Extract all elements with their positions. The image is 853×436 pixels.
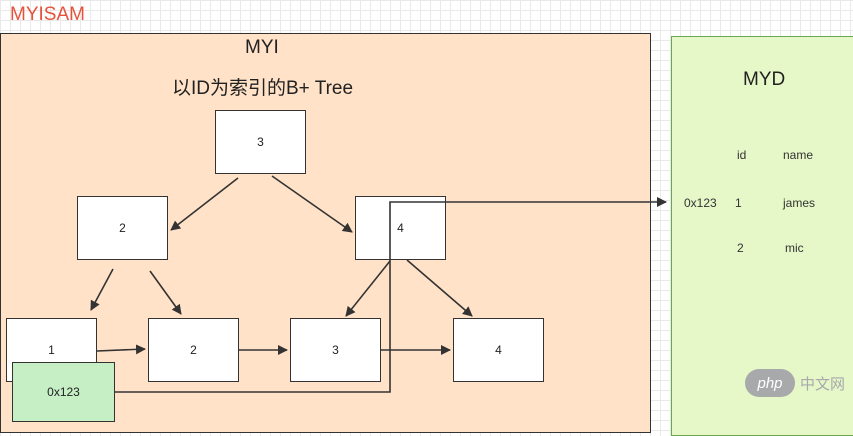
myi-label: MYI [245, 37, 279, 58]
myd-row-1-addr: 0x123 [684, 196, 717, 210]
myd-row-2-name: mic [785, 241, 804, 255]
myd-row-1-id: 1 [735, 196, 742, 210]
node-value: 3 [332, 343, 339, 357]
leaf-pointer-box: 0x123 [12, 362, 115, 422]
node-value: 4 [397, 221, 404, 235]
edge-right-leaf3 [345, 260, 391, 317]
tree-node-left: 2 [77, 196, 168, 260]
node-value: 2 [190, 343, 197, 357]
edge-right-leaf4 [406, 259, 473, 317]
myd-header-name: name [783, 148, 814, 162]
edge-leaf1-leaf2 [96, 344, 146, 355]
edge-pointer-to-myd [115, 197, 667, 393]
pointer-value: 0x123 [47, 385, 80, 399]
myd-label: MYD [743, 69, 786, 90]
tree-node-root: 3 [215, 110, 306, 174]
tree-leaf-3: 3 [290, 318, 381, 382]
diagram-title: MYISAM [10, 4, 85, 25]
node-value: 1 [48, 343, 55, 357]
edge-left-leaf1 [90, 268, 114, 311]
node-value: 3 [257, 135, 264, 149]
tree-node-right: 4 [355, 196, 446, 260]
tree-leaf-2: 2 [148, 318, 239, 382]
watermark-text: 中文网 [800, 376, 846, 393]
myd-row-1-name: james [783, 196, 816, 210]
edge-left-leaf2 [149, 270, 182, 315]
diagram-connectors [90, 175, 667, 393]
myd-row-2-id: 2 [737, 241, 744, 255]
node-value: 2 [119, 221, 126, 235]
logo-text: php [757, 374, 783, 392]
tree-leaf-4: 4 [453, 318, 544, 382]
edge-root-left [170, 177, 239, 231]
edge-root-right [271, 175, 353, 233]
myi-subtitle: 以ID为索引的B+ Tree [172, 78, 354, 99]
php-logo-icon: php [745, 369, 795, 397]
myd-header-id: id [737, 148, 747, 162]
node-value: 4 [495, 343, 502, 357]
